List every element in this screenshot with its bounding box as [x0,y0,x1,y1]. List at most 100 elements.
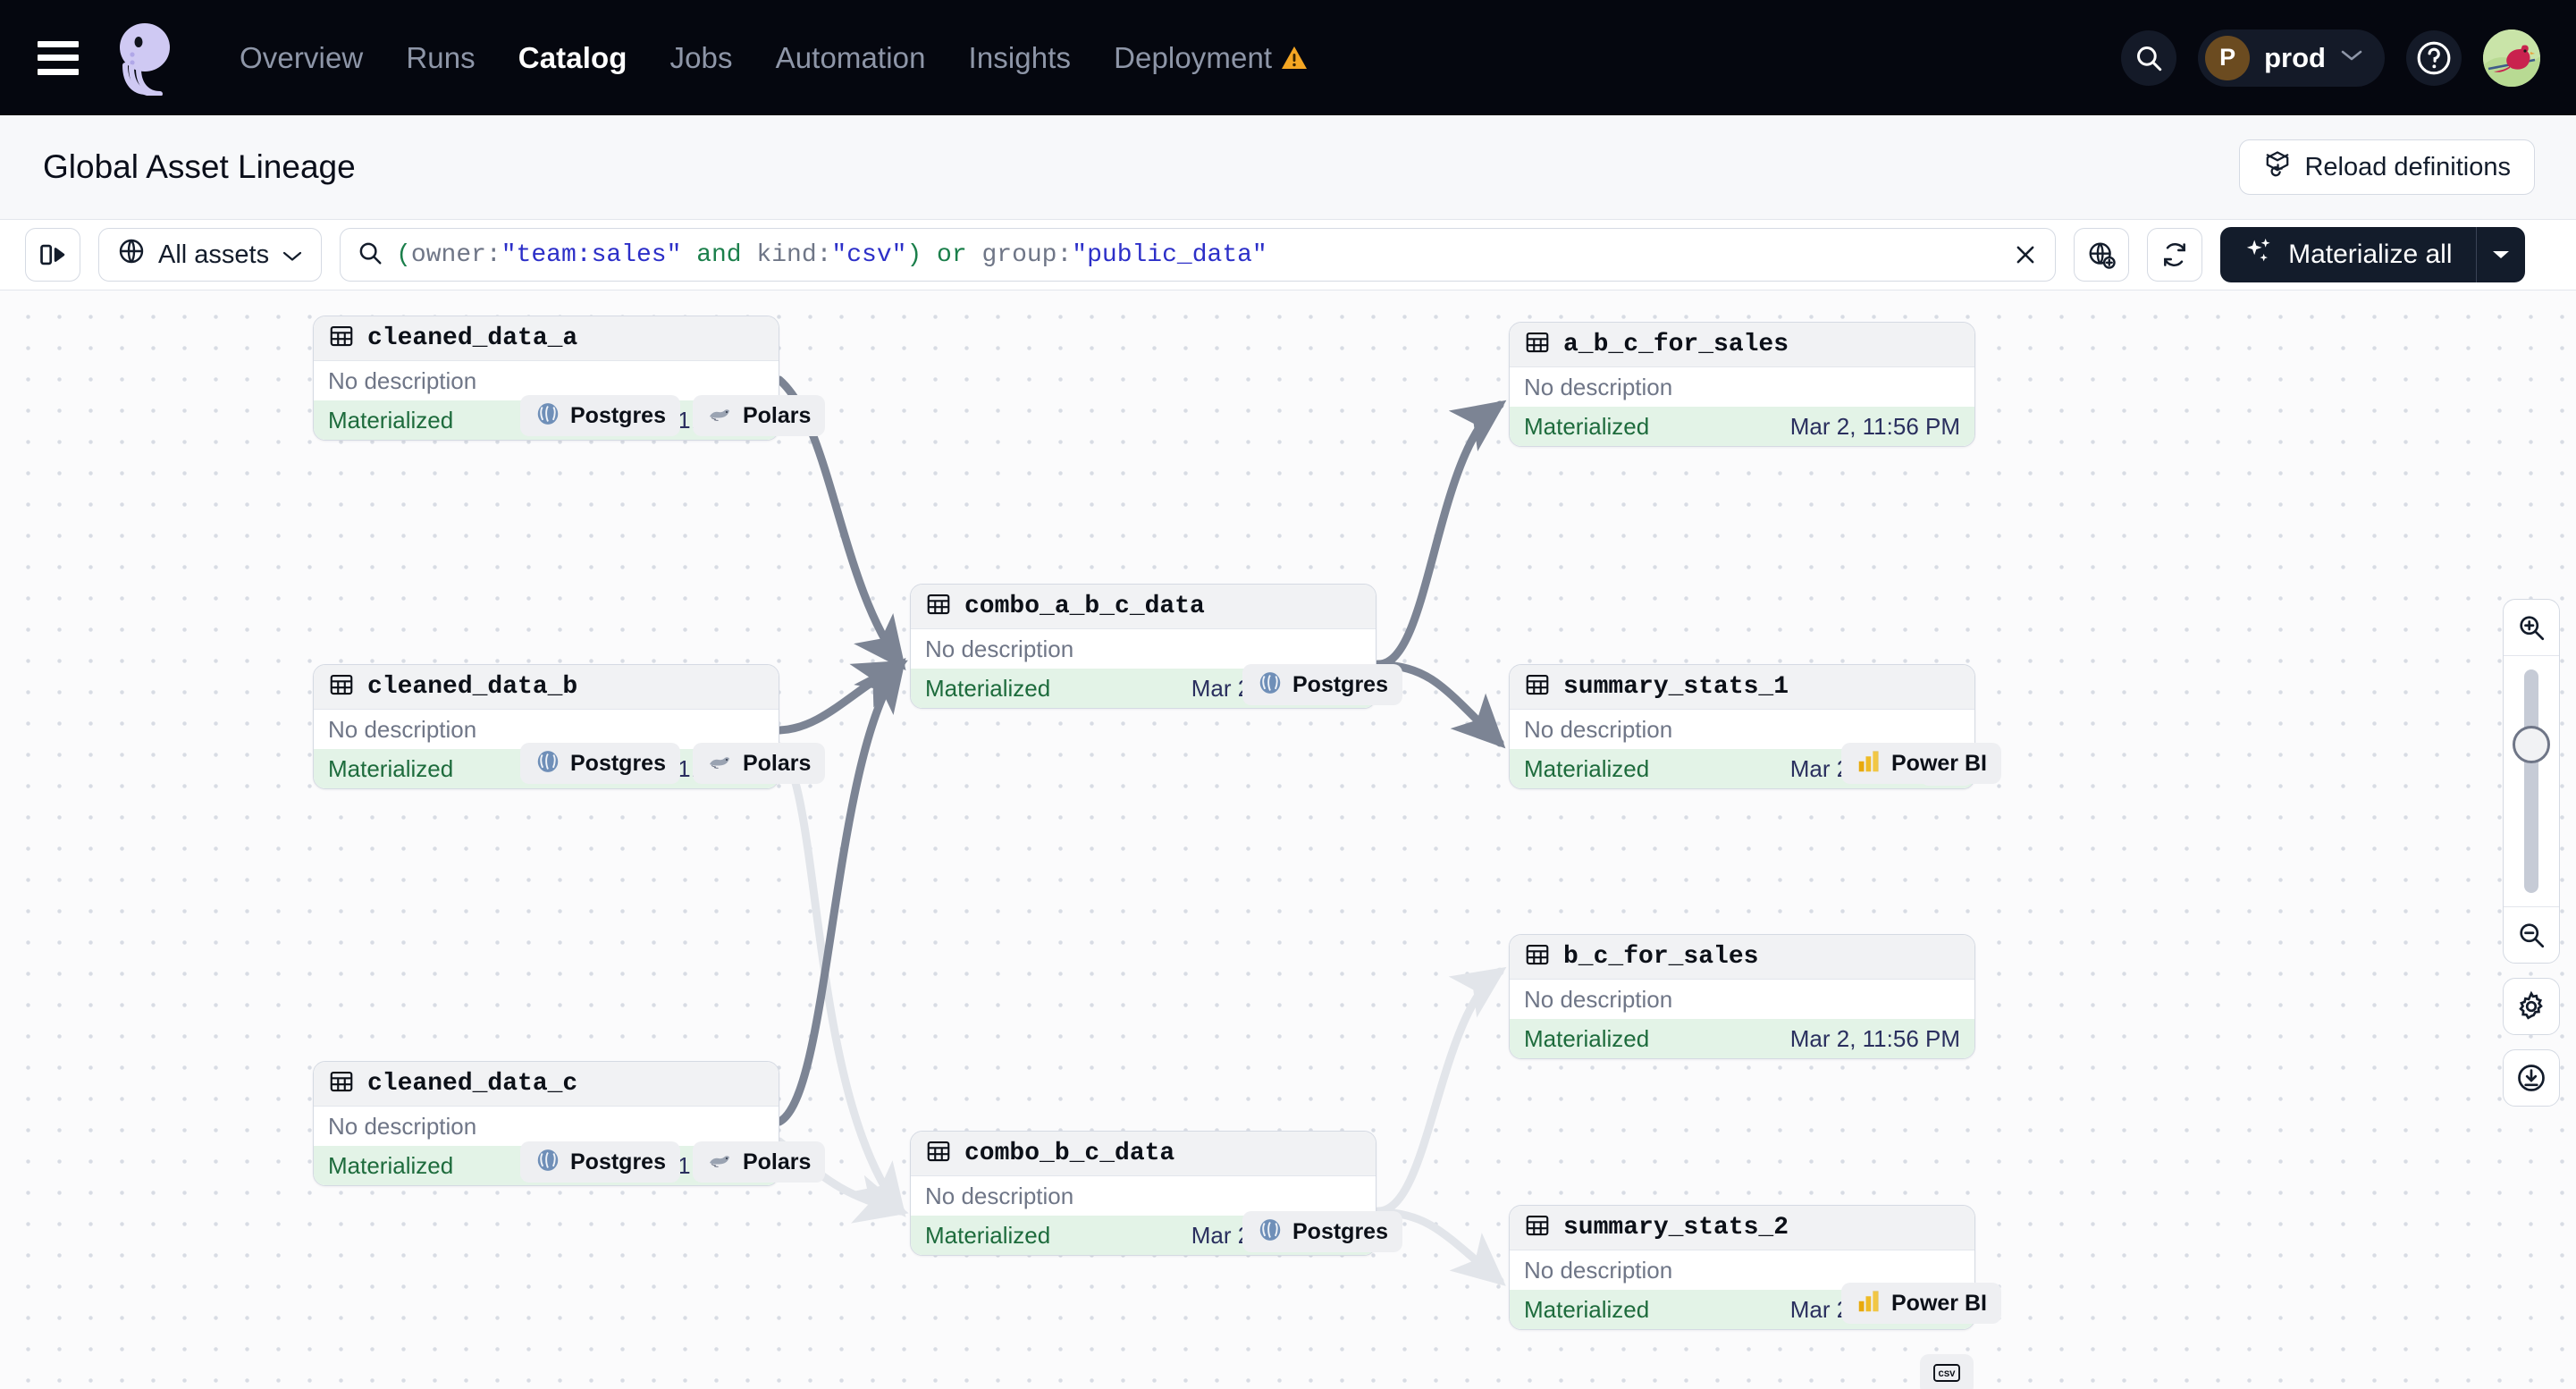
csv-icon: CSV [1932,1362,1961,1388]
asset-kind-tags-b_c_for_sales: CSV [1920,1354,1974,1389]
asset-node-name: cleaned_data_c [367,1070,578,1098]
status-timestamp[interactable]: Mar 2, 11:56 PM [1789,412,1960,440]
search-input[interactable]: (owner:"team:sales" and kind:"csv") or g… [396,241,1992,269]
nav-item-overview[interactable]: Overview [240,40,364,74]
status-badge: Materialized [1524,412,1650,440]
asset-node-description: No description [925,635,1074,662]
asset-kind-tags-cleaned_data_a: Postgres Polars [520,395,826,436]
kind-tag-postgres[interactable]: Postgres [520,743,680,784]
postgres-icon [535,400,561,432]
status-timestamp[interactable]: Mar 2, 11:56 PM [1789,1024,1960,1052]
table-icon [1524,671,1551,703]
help-icon[interactable] [2406,29,2462,86]
nav-item-automation[interactable]: Automation [775,40,926,74]
caret-down-icon[interactable] [2477,248,2525,261]
search-icon[interactable] [2121,29,2177,86]
gear-icon[interactable] [2503,978,2560,1035]
query-token: kind: [756,240,832,269]
asset-node-header: b_c_for_sales [1510,935,1974,980]
nav-item-catalog[interactable]: Catalog [518,40,627,74]
asset-node-description: No description [1524,715,1673,743]
asset-node-header: cleaned_data_c [314,1062,779,1107]
table-icon [1524,941,1551,972]
globe-icon [117,237,146,273]
zoom-slider-thumb[interactable] [2513,726,2550,763]
asset-node-header: combo_b_c_data [911,1132,1376,1176]
kind-tag-postgres[interactable]: Postgres [1242,1211,1402,1252]
kind-tag-label: Polars [742,402,812,428]
polars-icon [707,752,734,776]
graph-zoom-controls [2503,599,2560,1107]
asset-node-status: Materialized Mar 2, 11:56 PM [1510,407,1974,446]
status-badge: Materialized [1524,1024,1650,1052]
asset-node-header: summary_stats_2 [1510,1206,1974,1250]
dagster-logo[interactable] [111,21,179,96]
page-header: Global Asset Lineage Reload definitions [0,115,2576,220]
kind-tag-csv[interactable]: CSV [1920,1354,1974,1389]
status-badge: Materialized [925,1221,1051,1249]
kind-tag-polars[interactable]: Polars [692,395,826,436]
hamburger-icon[interactable] [38,40,79,75]
asset-filter-label: All assets [158,240,270,269]
deployment-name: prod [2264,41,2326,73]
asset-node-name: combo_b_c_data [964,1140,1175,1167]
globe-plus-icon[interactable] [2074,228,2130,282]
nav-item-runs[interactable]: Runs [406,40,476,74]
asset-node-description: No description [328,1112,477,1140]
nav-item-insights[interactable]: Insights [968,40,1072,74]
asset-node-description: No description [1524,985,1673,1013]
reload-definitions-button[interactable]: Reload definitions [2239,139,2535,195]
kind-tag-power-bi[interactable]: Power BI [1841,1283,2001,1324]
deployment-selector[interactable]: P prod [2198,29,2385,87]
asset-node-name: b_c_for_sales [1563,943,1759,971]
download-circle-icon[interactable] [2503,1049,2560,1107]
kind-tag-postgres[interactable]: Postgres [520,1141,680,1183]
query-token: group: [981,240,1073,269]
asset-node-name: cleaned_data_a [367,324,578,352]
asset-selection-search[interactable]: (owner:"team:sales" and kind:"csv") or g… [340,228,2057,282]
asset-node-header: summary_stats_1 [1510,665,1974,710]
query-token: "public_data" [1072,240,1267,269]
asset-node-status: Materialized Mar 2, 11:56 PM [1510,1019,1974,1058]
table-icon [925,1138,952,1169]
status-badge: Materialized [328,754,454,782]
asset-node-description: No description [1524,373,1673,400]
user-avatar[interactable] [2483,29,2540,87]
kind-tag-polars[interactable]: Polars [692,743,826,784]
package-reload-icon [2263,149,2292,185]
kind-tag-label: Postgres [570,750,666,776]
table-icon [925,591,952,622]
chevron-down-icon [282,240,303,270]
asset-kind-tags-cleaned_data_b: Postgres Polars [520,743,826,784]
zoom-in-icon[interactable] [2504,600,2559,655]
query-token: owner: [410,240,501,269]
divider [2504,906,2559,907]
close-icon[interactable] [2005,241,2039,268]
edge-combo_b_c_data-b_c_for_sales [1374,966,1507,1216]
asset-node-header: a_b_c_for_sales [1510,323,1974,367]
materialize-all-main[interactable]: Materialize all [2220,236,2475,274]
kind-tag-postgres[interactable]: Postgres [1242,664,1402,705]
panel-expand-icon[interactable] [25,228,80,282]
asset-node-header: cleaned_data_b [314,665,779,710]
zoom-slider[interactable] [2504,656,2559,906]
nav-item-jobs[interactable]: Jobs [669,40,733,74]
table-icon [328,1068,355,1099]
refresh-icon[interactable] [2147,228,2203,282]
kind-tag-power-bi[interactable]: Power BI [1841,743,2001,784]
asset-kind-tags-summary_stats_2: Power BI [1841,1283,2001,1324]
zoom-out-icon[interactable] [2504,907,2559,963]
kind-tag-postgres[interactable]: Postgres [520,395,680,436]
status-badge: Materialized [328,1151,454,1179]
asset-filter-button[interactable]: All assets [98,228,323,282]
materialize-all-button[interactable]: Materialize all [2220,227,2525,282]
query-token: "team:sales" [501,240,682,269]
zoom-slider-group [2503,599,2560,964]
kind-tag-polars[interactable]: Polars [692,1141,826,1183]
asset-node-description: No description [328,715,477,743]
nav-item-deployment[interactable]: Deployment [1092,41,1329,75]
